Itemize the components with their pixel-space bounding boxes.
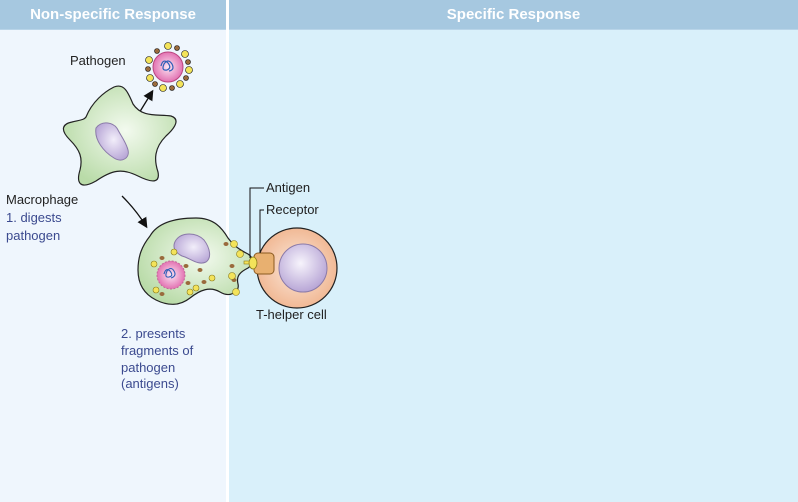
receptor-leader-line [259,209,264,253]
macrophage-label: Macrophage [6,192,79,207]
presenting-macrophage [137,217,254,305]
specific-response-header: Specific Response [229,0,798,30]
antigen-leader-line [249,187,264,258]
antigen [248,256,258,270]
antigen-label: Antigen [266,180,311,195]
pathogen-icon [145,42,193,92]
step2-line4: (antigens) [121,376,179,391]
pathogen-label: Pathogen [70,53,126,68]
step2-line3: pathogen [121,360,176,375]
t-helper-cell-label: T-helper cell [256,307,327,322]
step1-line1: 1. digests [6,210,62,225]
t-helper-cell [248,227,338,309]
step2-line2: fragments of [121,343,194,358]
process-arrow [121,195,148,229]
step2-line1: 2. presents [121,326,186,341]
receptor-label: Receptor [266,202,319,217]
non-specific-response-header: Non-specific Response [0,0,226,30]
step1-line2: pathogen [6,228,61,243]
macrophage-nucleus [95,122,129,161]
